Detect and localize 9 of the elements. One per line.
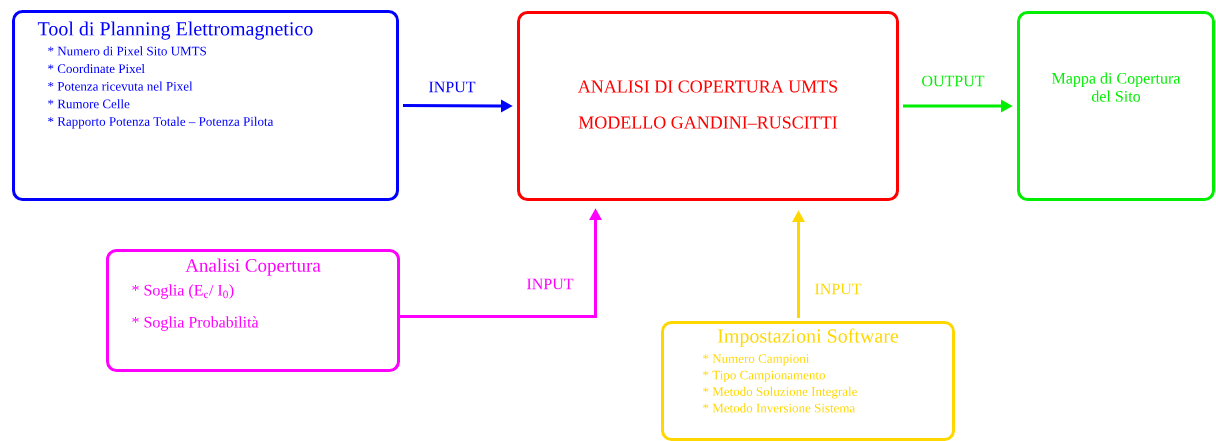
process-box: Mappa di Copertura del Sito: [1017, 11, 1215, 201]
process-box: ANALISI DI COPERTURA UMTS MODELLO GANDINI–RUSCITTI: [517, 11, 899, 201]
process-box: Tool di Planning Elettromagnetico * Numero di Pixel Sito UMTS * Coordinate Pixel * Potenza ricevuta nel Pixel * Rumore Celle * Rapporto Potenza Totale – Potenza Pilota: [12, 10, 399, 201]
edge-label: OUTPUT: [920, 74, 986, 88]
edge-label: INPUT: [525, 277, 575, 291]
process-box: Impostazioni Software * Numero Campioni * Tipo Campionamento * Metodo Soluzione Integrale * Metodo Inversione Sistema: [661, 321, 955, 441]
edge-label: INPUT: [427, 80, 477, 94]
edge-label: INPUT: [813, 282, 863, 296]
process-box: Analisi Copertura * Soglia (E$_{c}$/ I$_{0}$) * Soglia Probabilità: [106, 249, 400, 372]
